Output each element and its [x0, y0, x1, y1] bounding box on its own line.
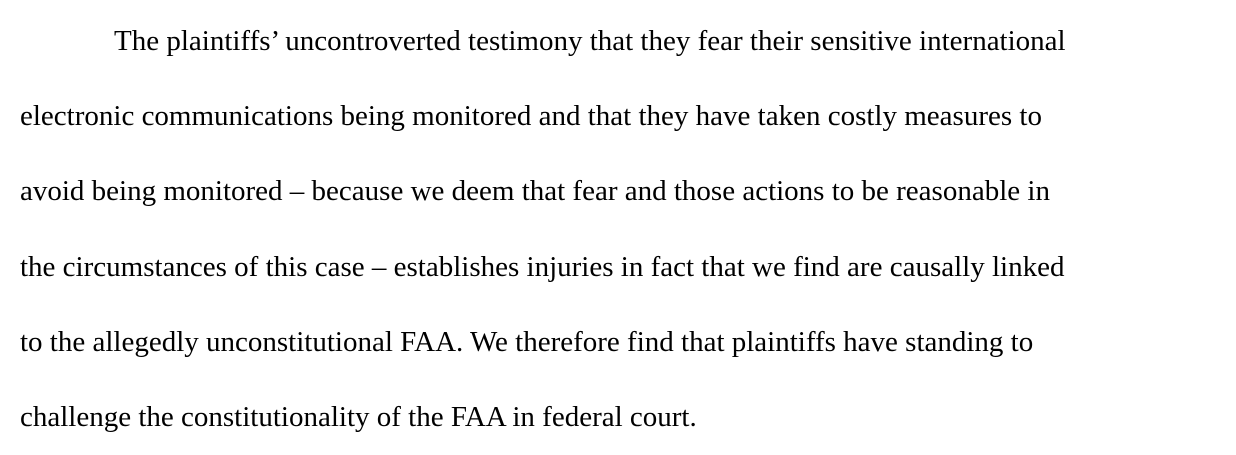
- paragraph-line-1: The plaintiffs’ uncontroverted testimony…: [114, 25, 1066, 57]
- paragraph-line-4: the circumstances of this case – establi…: [20, 251, 1065, 283]
- paragraph-line-3: avoid being monitored – because we deem …: [20, 175, 1050, 207]
- paragraph-line-6: challenge the constitutionality of the F…: [20, 401, 697, 433]
- paragraph-line-2: electronic communications being monitore…: [20, 100, 1042, 132]
- paragraph-line-5: to the allegedly unconstitutional FAA. W…: [20, 326, 1034, 358]
